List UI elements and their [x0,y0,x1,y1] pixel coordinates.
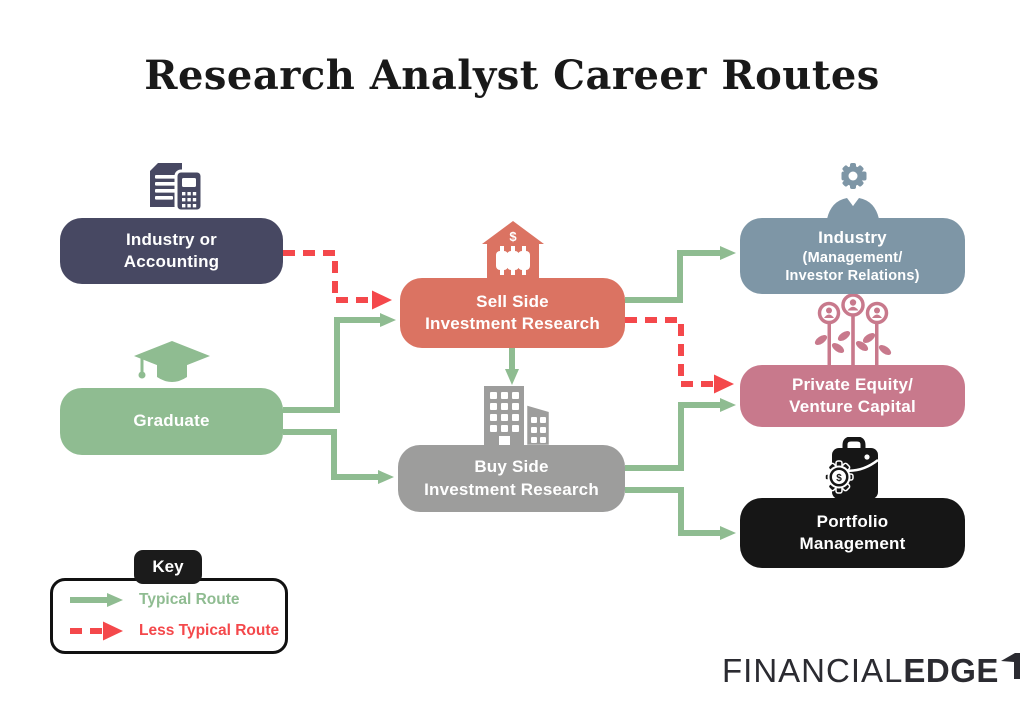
node-graduate: Graduate [60,341,283,455]
route-buy-side-to-private-equity [625,398,736,471]
node-label: Portfolio Management [740,498,965,568]
node-sell-side-investment-research: $ Sell Side Investment Research [400,221,625,348]
city-buildings-icon [472,386,552,448]
logo-text-light: FINANCIAL [722,652,904,689]
node-label: Sell Side Investment Research [400,278,625,348]
node-industry-or-accounting: Industry or Accounting [60,163,283,284]
logo-text-bold: EDGE [903,652,999,689]
growth-people-icon [814,293,892,366]
node-label: Industry or Accounting [60,218,283,284]
node-industry-management-investor-relations: Industry (Management/ Investor Relations… [740,163,965,294]
node-portfolio-management: $ Portfolio Management [740,436,965,568]
page-title: Research Analyst Career Routes [144,52,880,99]
route-graduate-to-sell-side [283,313,396,413]
bank-icon: $ [480,221,546,279]
route-graduate-to-buy-side [283,429,394,484]
route-buy-side-to-portfolio [625,487,736,540]
key-item-typical: Typical Route [67,590,285,610]
svg-text:$: $ [509,229,517,244]
key-legend: Typical Route Less Typical Route [50,578,288,654]
node-label: Industry (Management/ Investor Relations… [740,218,965,294]
less-typical-route-arrow-icon [70,621,123,641]
node-buy-side-investment-research: Buy Side Investment Research [398,386,625,512]
key-item-less-typical: Less Typical Route [67,620,285,642]
node-label: Buy Side Investment Research [398,445,625,512]
route-sell-side-to-industry [625,246,736,303]
manager-gear-icon [821,161,885,219]
route-industry-accounting-to-sell-side [283,250,392,310]
briefcase-gear-icon: $ [818,436,888,499]
graduation-cap-icon [130,339,214,389]
route-sell-side-to-private-equity [625,317,734,394]
typical-route-arrow-icon [70,593,123,608]
node-private-equity-venture-capital: Private Equity/ Venture Capital [740,293,965,427]
node-label: Graduate [60,388,283,455]
document-calculator-icon [136,161,208,219]
logo-corner-mark [1000,653,1020,679]
svg-text:$: $ [836,473,842,484]
key-tab: Key [134,550,202,584]
node-label: Private Equity/ Venture Capital [740,365,965,427]
